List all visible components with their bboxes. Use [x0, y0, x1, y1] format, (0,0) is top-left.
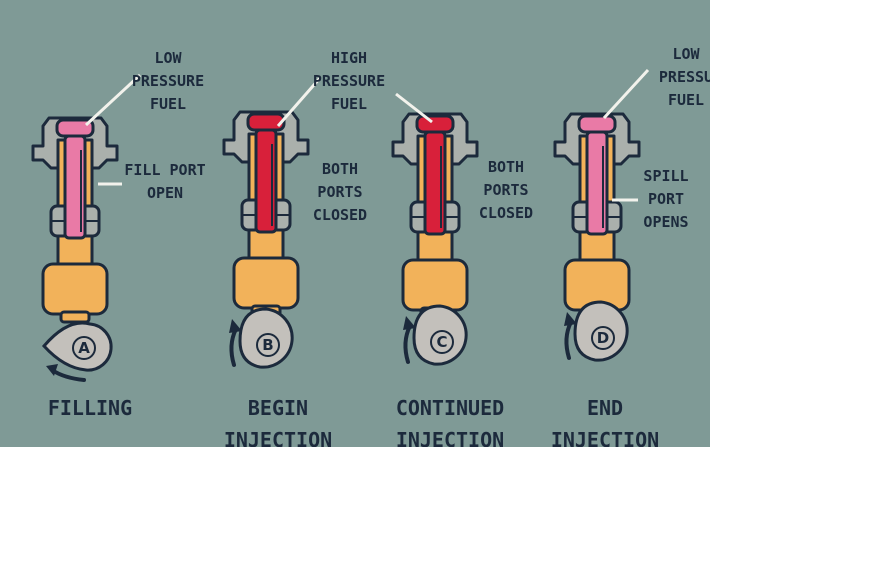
stage-b-title-line-1: BEGIN — [247, 396, 309, 420]
stage-c-title-line-2: INJECTION — [395, 428, 505, 447]
stage-b-side-line-3: CLOSED — [312, 206, 368, 224]
fuel-leader-line-a — [84, 73, 142, 127]
stage-a-side-label: FILL PORT OPEN — [115, 159, 215, 205]
cam-letter-ring-a — [72, 336, 96, 360]
fuel-leader-line-c — [395, 92, 433, 124]
stage-a-side-line-1: FILL PORT — [124, 161, 206, 179]
stage-d-side-label: SPILL PORT OPENS — [616, 165, 710, 234]
stage-b-title-line-2: INJECTION — [223, 428, 333, 447]
injector-illustrations: A B C D — [31, 68, 650, 382]
cam-letter-c: C — [436, 333, 447, 351]
stage-d-top-label: LOW PRESSU FUEL — [636, 43, 710, 112]
stage-c-title: CONTINUED INJECTION — [367, 392, 533, 447]
rotation-arrow-b — [229, 327, 238, 367]
fuel-chamber — [415, 114, 455, 134]
stage-d-top-line-3: FUEL — [667, 91, 705, 109]
stage-d-top-line-2: PRESSU — [658, 68, 710, 86]
cam-lobe-b — [238, 307, 294, 369]
stage-b-top-label: HIGH PRESSURE FUEL — [299, 47, 399, 116]
stage-b-title: BEGIN INJECTION — [203, 392, 353, 447]
fuel-chamber — [577, 114, 617, 134]
stage-a-title-line-1: FILLING — [47, 396, 133, 420]
stage-a-top-line-3: FUEL — [149, 95, 187, 113]
stage-b-top-line-1: HIGH — [330, 49, 368, 67]
fuel-chamber — [246, 112, 286, 132]
stage-c-title-line-1: CONTINUED — [395, 396, 505, 420]
cam-letter-ring-b — [256, 333, 280, 357]
stage-d-side-line-2: PORT — [647, 190, 685, 208]
stage-a-side-line-2: OPEN — [146, 184, 184, 202]
stage-d-top-line-1: LOW — [672, 45, 700, 63]
rotation-arrow-head-b — [229, 319, 242, 333]
cam-lobe-d — [573, 300, 629, 362]
injector-stage-b — [222, 110, 310, 318]
rotation-arrow-c — [403, 324, 412, 364]
stage-d-title-line-2: INJECTION — [550, 428, 660, 447]
stage-a-top-line-1: LOW — [154, 49, 182, 67]
cam-letter-ring-d — [591, 326, 615, 350]
stage-a-top-line-2: PRESSURE — [131, 72, 205, 90]
follower-foot — [59, 310, 91, 324]
rotation-arrow-a — [50, 368, 86, 382]
cam-letter-d: D — [597, 329, 609, 347]
fuel-leader-line-b — [276, 77, 322, 127]
cam-lobe-c — [412, 304, 468, 366]
stage-a-title: FILLING — [30, 392, 150, 424]
stage-b-side-line-1: BOTH — [321, 160, 359, 178]
stage-c-side-line-1: BOTH — [487, 158, 525, 176]
rotation-arrow-head-c — [403, 316, 416, 330]
rotation-arrow-head-d — [564, 312, 577, 326]
rotation-arrow-d — [564, 320, 573, 360]
fuel-leader-line-d — [602, 68, 650, 120]
stage-a-top-label: LOW PRESSURE FUEL — [118, 47, 218, 116]
stage-d-title: END INJECTION — [540, 392, 670, 447]
cam-follower — [401, 258, 469, 312]
stage-b-side-label: BOTH PORTS CLOSED — [290, 158, 390, 227]
cam-letter-ring-c — [430, 330, 454, 354]
stage-d-title-line-1: END — [586, 396, 624, 420]
cam-follower — [232, 256, 300, 310]
stage-b-top-line-2: PRESSURE — [312, 72, 386, 90]
injector-stage-c — [391, 112, 479, 320]
stage-d-side-line-3: OPENS — [643, 213, 689, 231]
stage-c-side-line-2: PORTS — [483, 181, 529, 199]
stage-c-side-line-3: CLOSED — [478, 204, 534, 222]
cam-lobe-a — [41, 321, 113, 372]
stage-b-top-line-3: FUEL — [330, 95, 368, 113]
rotation-arrow-head-a — [46, 364, 58, 376]
cam-follower — [41, 262, 109, 316]
stage-c-side-label: BOTH PORTS CLOSED — [456, 156, 556, 225]
cam-letter-a: A — [78, 339, 90, 357]
fuel-injector-diagram: A B C D LOW PRESSURE FUEL FILL PORT OPEN FI… — [0, 0, 710, 447]
stage-b-side-line-2: PORTS — [317, 183, 363, 201]
injector-stage-a — [31, 116, 119, 324]
stage-d-side-line-1: SPILL — [643, 167, 689, 185]
cam-letter-b: B — [262, 336, 273, 354]
